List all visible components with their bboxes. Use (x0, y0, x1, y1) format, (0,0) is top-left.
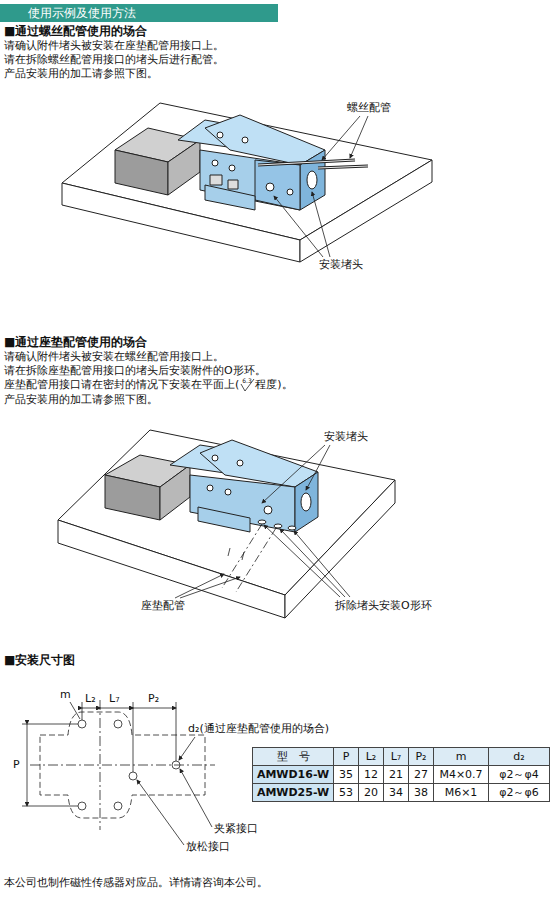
screw-piping-illustration (62, 103, 432, 262)
pad-piping-illustration (58, 430, 395, 618)
leader-lines-2 (175, 445, 350, 598)
table-cell: AMWD25-W (257, 786, 329, 799)
port-label: 放松接口 (186, 840, 230, 854)
callout-label: 拆除堵头安装O形环 (334, 599, 433, 613)
instruction-line: 请确认附件堵头被安装在螺丝配管用接口上。 (4, 350, 224, 364)
dimension-label: L₇ (109, 692, 120, 706)
dimension-label: P₂ (148, 692, 159, 706)
instruction-line: 产品安装用的加工请参照下图。 (4, 393, 158, 407)
port-label: d₂(通过座垫配管使用的场合) (188, 722, 329, 736)
instruction-line: 座垫配管用接口请在密封的情况下安装在平面上(6.3程度)。 (4, 378, 293, 392)
callout-label: 螺丝配管 (346, 101, 392, 115)
instruction-line: 产品安装用的加工请参照下图。 (4, 67, 158, 81)
instruction-text: 程度)。 (255, 378, 292, 391)
roughness-symbol: 6.3 (239, 378, 255, 392)
section-heading: ■通过螺丝配管使用的场合 (4, 24, 147, 38)
table-cell: 35 (339, 768, 353, 781)
port-label: 夹紧接口 (214, 822, 258, 836)
table-cell: φ2～φ6 (499, 786, 539, 799)
spec-table: 型 号 P L₂ L₇ P₂ m d₂ AMWD16-W 35 12 21 27 M4×0.7 φ2～φ… (252, 747, 550, 802)
callout-label: 座垫配管 (140, 599, 186, 613)
leader-lines (274, 116, 368, 257)
footer-note: 本公司也制作磁性传感器对应品。详情请咨询本公司。 (4, 876, 268, 890)
roughness-value: 6.3 (242, 377, 252, 384)
table-cell: P₂ (415, 750, 426, 763)
instruction-text: 座垫配管用接口请在密封的情况下安装在平面上( (4, 378, 239, 391)
instruction-line: 请在拆除螺丝配管用接口的堵头后进行配管。 (4, 53, 224, 67)
table-cell: 53 (339, 786, 353, 799)
table-cell: m (456, 750, 467, 763)
table-cell: d₂ (513, 750, 524, 763)
instruction-line: 请确认附件堵头被安装在座垫配管用接口上。 (4, 39, 224, 53)
table-cell: 27 (414, 768, 428, 781)
table-cell: φ2～φ4 (499, 768, 539, 781)
table-cell: 34 (389, 786, 403, 799)
table-cell: M4×0.7 (439, 768, 482, 781)
table-cell: 12 (364, 768, 378, 781)
table-cell: L₇ (391, 750, 402, 763)
table-cell: 21 (389, 768, 403, 781)
dashed-pad-pipes (222, 524, 276, 592)
table-cell: 20 (364, 786, 378, 799)
instruction-line: 请在拆除座垫配管用接口的堵头后安装附件的O形环。 (4, 364, 266, 378)
table-cell: M6×1 (445, 786, 478, 799)
mounting-dimension-drawing (22, 700, 215, 845)
dimension-label: m (60, 688, 71, 702)
table-cell: P (343, 750, 350, 763)
table-cell: AMWD16-W (257, 768, 329, 781)
callout-label: 安装堵头 (323, 430, 369, 444)
header-text: 使用示例及使用方法 (28, 6, 136, 20)
callout-label: 安装堵头 (318, 258, 364, 272)
table-cell: L₂ (366, 750, 377, 763)
dimension-label: L₂ (85, 692, 96, 706)
section-header-band: 使用示例及使用方法 (0, 4, 278, 22)
table-cell: 型 号 (277, 750, 310, 763)
section-heading: ■通过座垫配管使用的场合 (4, 335, 147, 349)
table-cell: 38 (414, 786, 428, 799)
section-heading: ■安装尺寸图 (4, 653, 75, 667)
dimension-label: P (12, 758, 21, 772)
